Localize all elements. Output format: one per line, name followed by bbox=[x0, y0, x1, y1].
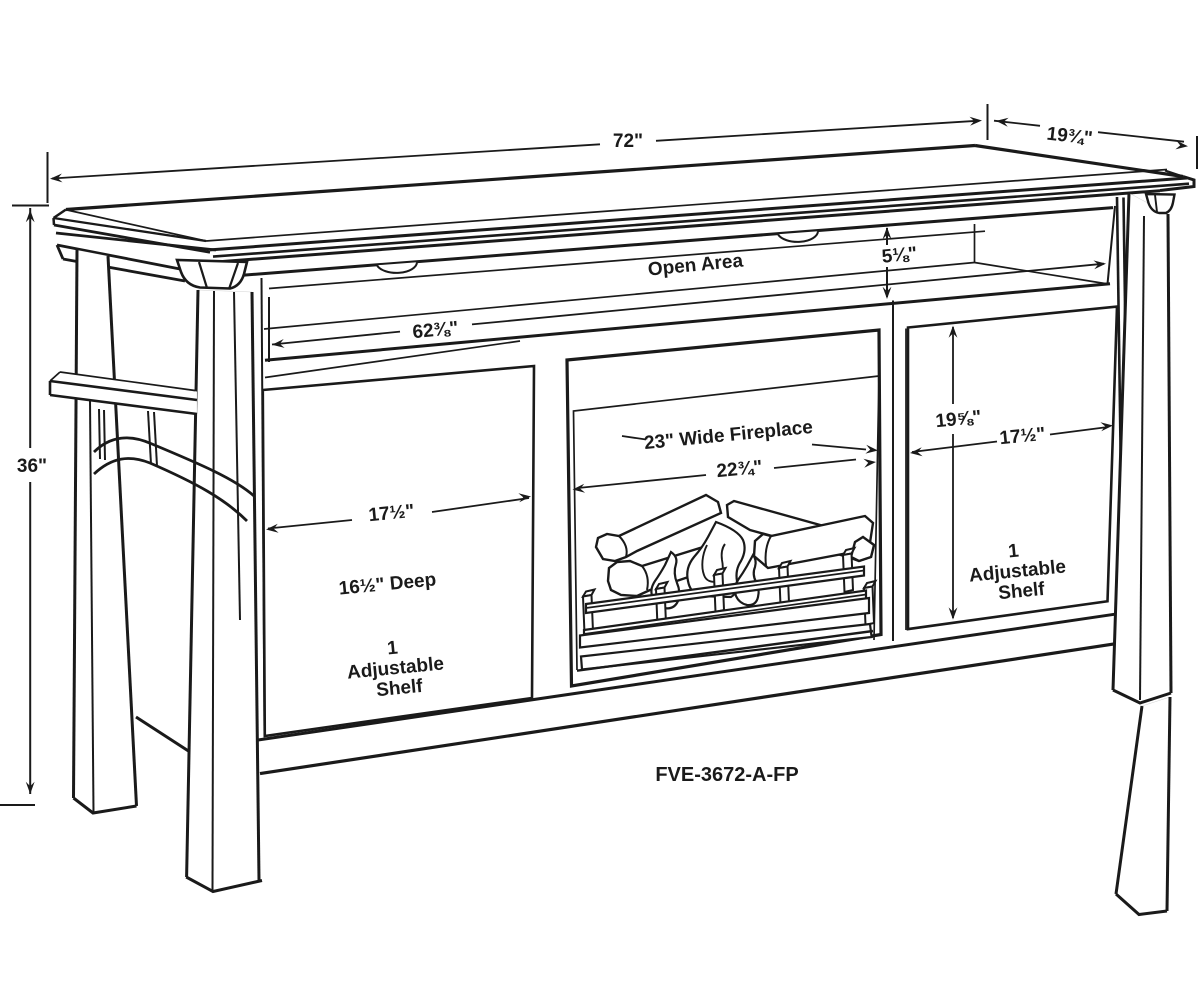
svg-text:Shelf: Shelf bbox=[997, 579, 1046, 604]
svg-text:62⅜": 62⅜" bbox=[412, 318, 460, 343]
svg-text:1: 1 bbox=[1007, 541, 1020, 563]
svg-text:5⅛": 5⅛" bbox=[881, 243, 918, 267]
svg-text:1: 1 bbox=[386, 638, 399, 660]
svg-text:36": 36" bbox=[17, 456, 47, 477]
svg-text:19¾": 19¾" bbox=[1046, 124, 1094, 150]
svg-text:FVE-3672-A-FP: FVE-3672-A-FP bbox=[655, 764, 798, 786]
svg-text:17½": 17½" bbox=[368, 501, 416, 526]
svg-text:17½": 17½" bbox=[999, 424, 1047, 449]
svg-text:22¾": 22¾" bbox=[716, 457, 764, 482]
svg-text:72": 72" bbox=[613, 131, 643, 152]
svg-text:19⅝": 19⅝" bbox=[935, 407, 983, 432]
svg-text:Shelf: Shelf bbox=[375, 676, 424, 701]
